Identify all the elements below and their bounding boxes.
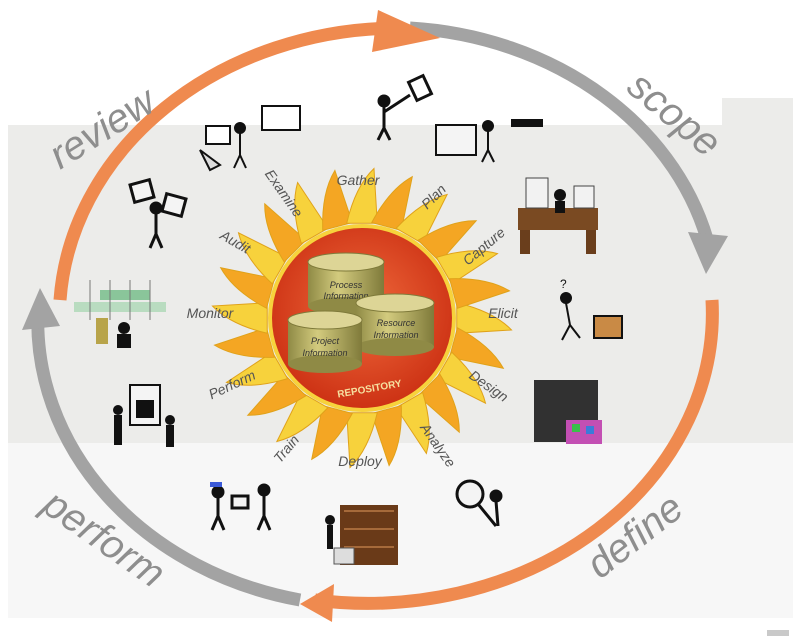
sunburst-rays xyxy=(211,167,513,469)
db-resource-line1: Resource xyxy=(377,318,416,328)
figure-elicit: ? xyxy=(560,277,623,341)
sunburst-ray xyxy=(448,327,505,369)
db-resource-information: Resource Information xyxy=(355,293,435,356)
sunburst-ray xyxy=(225,351,289,386)
sunburst-ray xyxy=(346,412,378,469)
sunburst-ray xyxy=(275,391,329,443)
sunburst-ray xyxy=(246,373,307,416)
db-process-line1: Process xyxy=(330,280,363,290)
figure-train xyxy=(210,482,272,531)
sunburst-ray xyxy=(346,167,378,224)
svg-text:?: ? xyxy=(560,277,567,291)
db-process-information: Process Information xyxy=(307,252,385,315)
db-process-line2: Information xyxy=(323,291,368,301)
db-project-line1: Project xyxy=(311,336,340,346)
sunburst-ray xyxy=(371,175,413,232)
activity-elicit: Elicit xyxy=(488,305,519,321)
activity-train: Train xyxy=(270,432,302,466)
activity-monitor: Monitor xyxy=(187,305,235,321)
arrowhead-review xyxy=(372,10,440,52)
sunburst-ray xyxy=(448,278,511,309)
outer-cycle xyxy=(22,10,728,622)
activity-deploy: Deploy xyxy=(338,453,383,469)
sunburst-ray xyxy=(395,193,449,245)
db-project-line2: Information xyxy=(302,348,347,358)
background-band-right xyxy=(722,98,793,443)
arc-define xyxy=(314,299,719,610)
db-project-information: Project Information xyxy=(287,310,363,373)
sunburst-ray xyxy=(322,169,353,232)
arc-perform xyxy=(31,309,302,607)
figure-capture xyxy=(518,177,598,254)
sunburst-ray xyxy=(417,373,460,434)
figure-monitor xyxy=(74,280,166,348)
sunburst-ray xyxy=(219,267,276,309)
activity-perform: Perform xyxy=(206,367,258,403)
arrowhead-perform xyxy=(22,288,60,330)
sunburst-ray xyxy=(264,202,307,263)
figure-perform xyxy=(113,384,175,447)
sunburst-ray xyxy=(417,220,478,263)
corner-mark xyxy=(767,630,789,636)
activity-gather: Gather xyxy=(337,172,381,188)
figure-gather xyxy=(376,73,434,141)
sunburst-ray xyxy=(371,404,402,467)
db-resource-line2: Information xyxy=(373,330,418,340)
sunburst-ray xyxy=(294,181,329,245)
arc-scope xyxy=(409,21,717,252)
figure-plan xyxy=(435,119,543,163)
arc-review xyxy=(53,21,396,301)
repository-hub: Process Information Resource Information… xyxy=(268,224,456,412)
figure-analyze xyxy=(455,479,503,527)
sunburst-ray xyxy=(435,351,487,405)
figure-audit xyxy=(128,177,188,249)
sunburst-ray xyxy=(435,250,499,285)
sunburst-ray xyxy=(395,391,430,455)
figure-deploy xyxy=(325,505,398,565)
arrowhead-define xyxy=(300,584,334,622)
sunburst-ray xyxy=(211,302,268,334)
sunburst-ray xyxy=(213,327,276,358)
arrowhead-scope xyxy=(688,232,728,274)
figure-examine xyxy=(199,105,301,172)
sunburst-ray xyxy=(237,231,289,285)
figure-design xyxy=(534,380,602,444)
sunburst-ray xyxy=(311,404,353,461)
